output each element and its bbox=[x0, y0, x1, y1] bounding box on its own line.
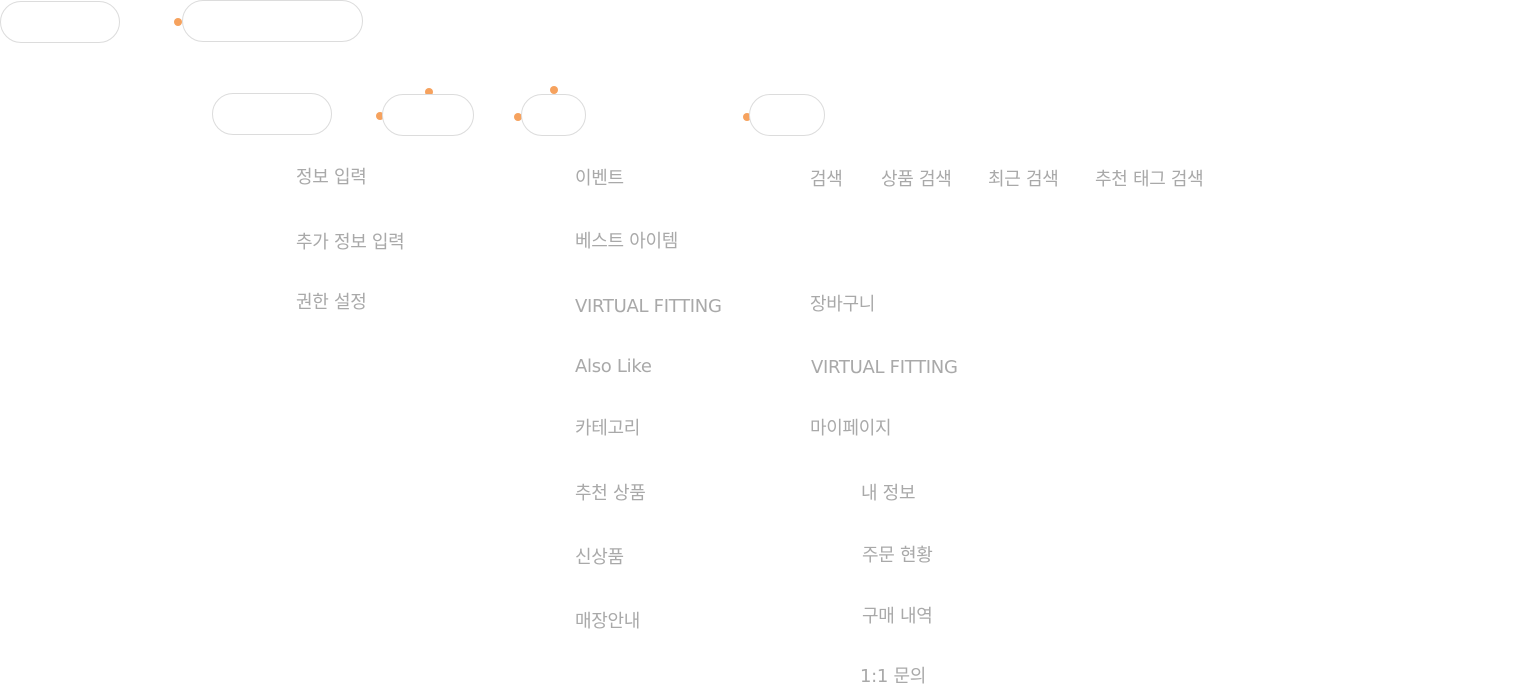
home-item: VIRTUAL FITTING bbox=[575, 296, 722, 317]
mypage-item: 내 정보 bbox=[861, 483, 916, 504]
menu-node bbox=[749, 94, 825, 136]
root-node bbox=[0, 1, 120, 43]
info-item: 권한 설정 bbox=[296, 292, 367, 313]
mypage-item: 주문 현황 bbox=[862, 545, 933, 566]
main-node bbox=[182, 0, 363, 42]
mypage-item: 1:1 문의 bbox=[860, 666, 927, 687]
home-item: 신상품 bbox=[575, 547, 624, 568]
home-item: 매장안내 bbox=[575, 611, 641, 632]
info-item: 추가 정보 입력 bbox=[296, 232, 405, 253]
home-node bbox=[382, 94, 474, 136]
home-item: 이벤트 bbox=[575, 168, 624, 189]
search-item: 검색 bbox=[810, 169, 843, 190]
mypage-item: 구매 내역 bbox=[862, 606, 933, 627]
menu-item: VIRTUAL FITTING bbox=[811, 357, 958, 378]
connector-dot bbox=[425, 88, 433, 96]
connector-dot bbox=[174, 18, 182, 26]
menu-item: 장바구니 bbox=[810, 294, 876, 315]
menu-item: 마이페이지 bbox=[810, 418, 892, 439]
search-item: 상품 검색 bbox=[881, 169, 952, 190]
connector-dot bbox=[514, 113, 522, 121]
connector-dot bbox=[743, 113, 751, 121]
home-item: 추천 상품 bbox=[575, 483, 646, 504]
home-item: Also Like bbox=[575, 356, 652, 377]
home-item: 카테고리 bbox=[575, 418, 641, 439]
connector-dot bbox=[550, 86, 558, 94]
connector-dot bbox=[376, 112, 384, 120]
search-item: 최근 검색 bbox=[988, 169, 1059, 190]
info-node bbox=[212, 93, 332, 135]
info-item: 정보 입력 bbox=[296, 167, 367, 188]
search-item: 추천 태그 검색 bbox=[1095, 169, 1204, 190]
search-node bbox=[521, 94, 586, 136]
home-item: 베스트 아이템 bbox=[575, 231, 678, 252]
